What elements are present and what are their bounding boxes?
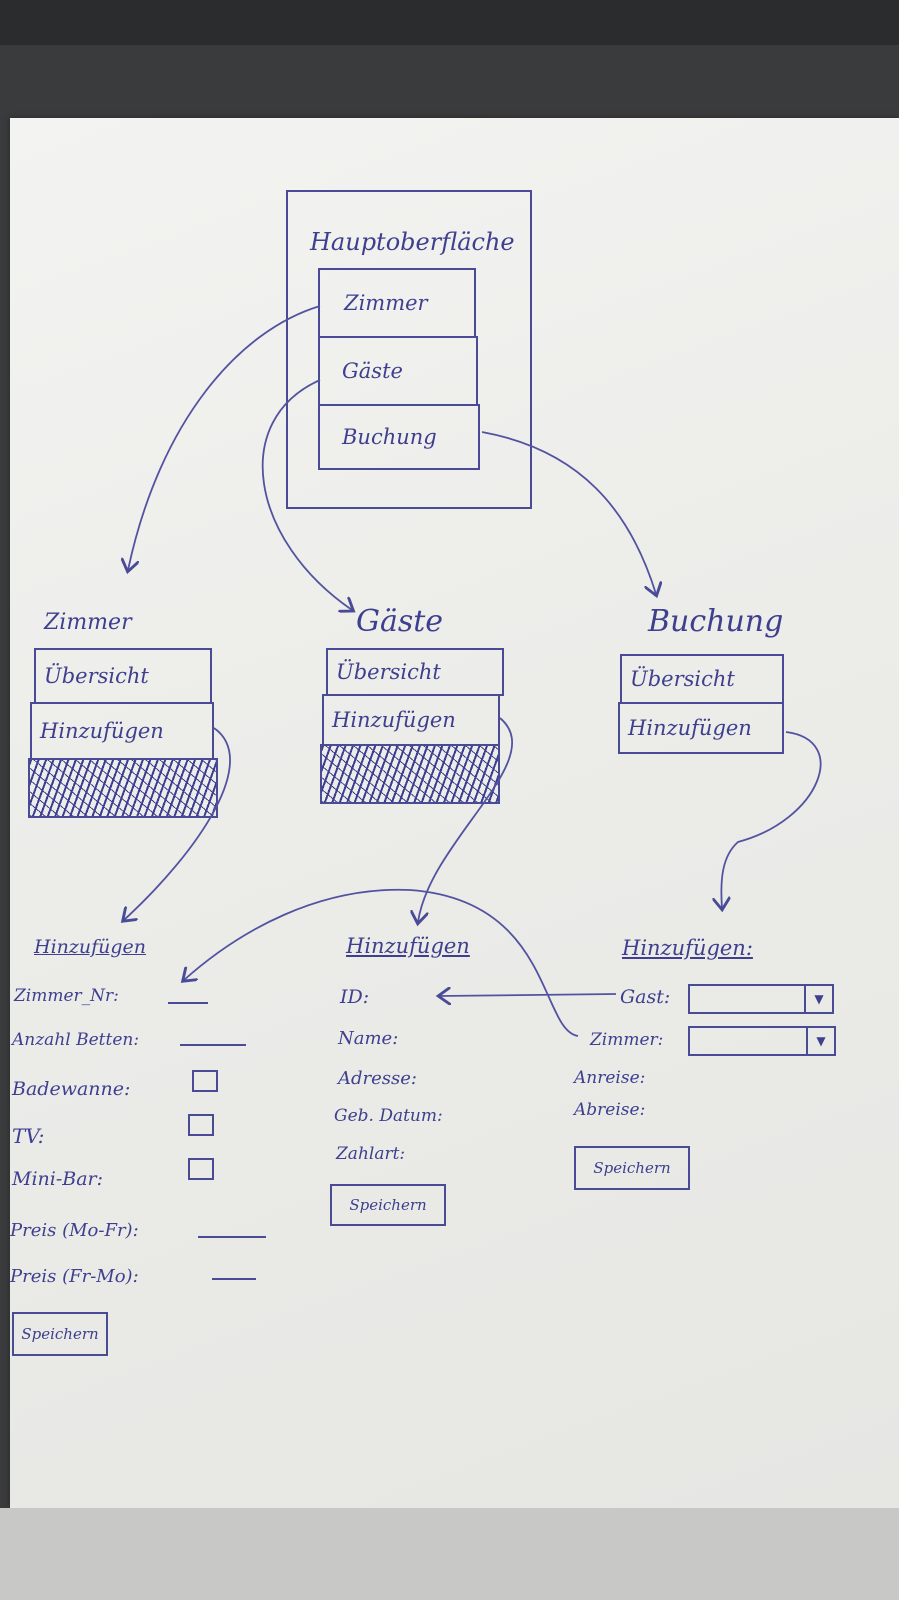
- arrow-main-to-buchung: [481, 431, 656, 594]
- buchung-abreise-label: Abreise:: [574, 1100, 646, 1120]
- preis-fr-mo-input[interactable]: [212, 1278, 256, 1280]
- arrow-main-to-zimmer: [128, 305, 321, 570]
- minibar-label: Mini-Bar:: [12, 1168, 104, 1190]
- buchung-hinzufuegen[interactable]: Hinzufügen: [618, 702, 784, 754]
- arrow-main-to-gaeste: [261, 379, 352, 610]
- preis-fr-mo-label: Preis (Fr-Mo):: [10, 1266, 139, 1287]
- minibar-checkbox[interactable]: [188, 1158, 214, 1180]
- buchung-anreise-label: Anreise:: [574, 1068, 646, 1088]
- anzahl-betten-label: Anzahl Betten:: [12, 1030, 140, 1050]
- tv-label: TV:: [12, 1124, 45, 1148]
- main-window-frame: [286, 190, 532, 509]
- gast-zahlart-label: Zahlart:: [336, 1144, 406, 1164]
- desk-background-bottom: [0, 1508, 899, 1600]
- tv-checkbox[interactable]: [188, 1114, 214, 1136]
- buchung-save-button[interactable]: Speichern: [574, 1146, 690, 1190]
- main-window-title: Hauptoberfläche: [310, 228, 515, 256]
- buchung-uebersicht[interactable]: Übersicht: [620, 654, 784, 704]
- buchung-form-title: Hinzufügen:: [622, 936, 753, 960]
- buchung-gast-label: Gast:: [620, 986, 671, 1008]
- arrow-buchung-to-form: [721, 731, 822, 908]
- gaeste-scribbled-entry: [320, 744, 500, 804]
- gast-adresse-label: Adresse:: [338, 1068, 417, 1089]
- zimmer-nr-label: Zimmer_Nr:: [14, 986, 119, 1006]
- gast-name-label: Name:: [338, 1028, 399, 1049]
- gaeste-save-button[interactable]: Speichern: [330, 1184, 446, 1226]
- gast-id-label: ID:: [340, 986, 370, 1008]
- dropdown-arrow-icon: ▼: [804, 986, 832, 1012]
- arrow-gaeste-to-form: [418, 717, 514, 922]
- zimmer-section-title: Zimmer: [44, 610, 132, 635]
- anzahl-betten-input[interactable]: [180, 1044, 246, 1046]
- badewanne-checkbox[interactable]: [192, 1070, 218, 1092]
- badewanne-label: Badewanne:: [12, 1078, 131, 1100]
- main-menu-gaeste[interactable]: Gäste: [318, 336, 478, 406]
- zimmer-nr-input[interactable]: [168, 1002, 208, 1004]
- buchung-section-title: Buchung: [648, 604, 784, 639]
- arrow-zimmer-to-form: [124, 727, 231, 920]
- buchung-zimmer-label: Zimmer:: [590, 1030, 664, 1050]
- gast-geb-datum-label: Geb. Datum:: [334, 1106, 443, 1126]
- zimmer-form-title: Hinzufügen: [34, 936, 147, 958]
- main-menu-buchung[interactable]: Buchung: [318, 404, 480, 470]
- gaeste-section-title: Gäste: [356, 604, 444, 639]
- arrow-gast-to-id: [440, 994, 617, 996]
- desk-background-top: [0, 0, 899, 45]
- preis-mo-fr-input[interactable]: [198, 1236, 266, 1238]
- preis-mo-fr-label: Preis (Mo-Fr):: [10, 1220, 139, 1241]
- zimmer-scribbled-entry: [28, 758, 218, 818]
- buchung-gast-dropdown[interactable]: ▼: [688, 984, 834, 1014]
- zimmer-save-button[interactable]: Speichern: [12, 1312, 108, 1356]
- arrow-zimmer-to-zimmerform: [184, 888, 579, 1037]
- buchung-zimmer-dropdown[interactable]: ▼: [688, 1026, 836, 1056]
- dropdown-arrow-icon: ▼: [806, 1028, 834, 1054]
- gaeste-form-title: Hinzufügen: [346, 934, 470, 958]
